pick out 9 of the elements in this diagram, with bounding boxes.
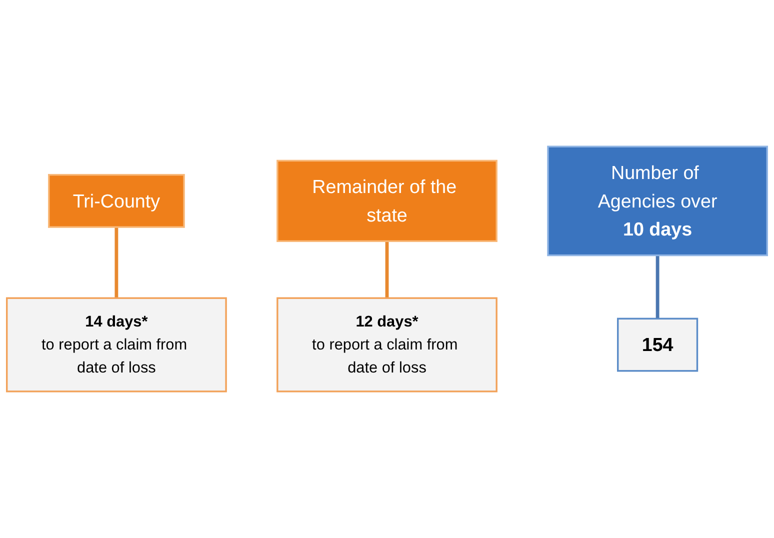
- node-box: Remainder of the state: [276, 160, 498, 242]
- connector: [114, 225, 118, 300]
- connector: [385, 239, 389, 300]
- node-box: 14 days* to report a claim from date of loss: [6, 297, 227, 392]
- node-box: 12 days* to report a claim from date of loss: [276, 297, 498, 392]
- connector: [656, 254, 660, 320]
- node-box: Tri-County: [48, 174, 185, 228]
- node-box: Number of Agencies over 10 days: [547, 146, 768, 256]
- node-box: 154: [617, 318, 698, 372]
